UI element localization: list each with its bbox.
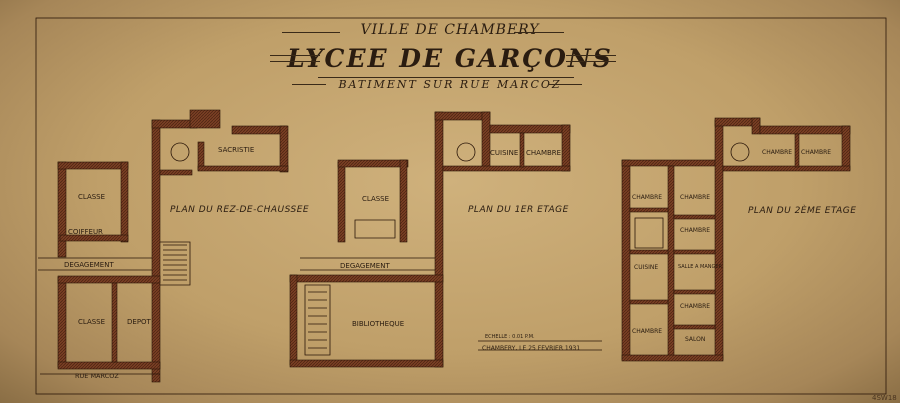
ground-staircase-steps [163,244,187,281]
room-salon: SALON [685,336,706,343]
title-rule [270,55,320,56]
wall-first-upper-right [561,124,571,172]
wall-ground-stair [159,169,193,176]
room-cuisine-2: CUISINE [634,264,659,271]
wall-ground-top [57,161,129,170]
room-chambre-2d: CHAMBRE [680,303,711,310]
wall-second-upper-top2 [759,125,851,135]
wall-first-top [337,159,409,168]
wall-second-top [621,159,723,167]
room-bibliotheque: BIBLIOTHEQUE [352,320,405,328]
plan-ground-title: PLAN DU REZ-DE-CHAUSSEE [170,205,310,215]
title-underline [318,77,574,78]
wall-first-biblio-bottom [289,359,444,368]
wall-ground-mid [120,161,129,243]
biblio-stair-steps [308,291,327,349]
wall-second-upper-right [841,125,851,171]
wall-second-partition [673,324,716,330]
room-chambre-2c: CHAMBRE [680,227,711,234]
date-note: CHAMBERY, LE 25 FEVRIER 1931 [482,345,581,352]
wall-ground-right [151,119,161,383]
wall-first-biblio-left [289,274,298,366]
wall-first-mid [399,159,408,243]
title-lycee: LYCEE DE GARÇONS [287,44,613,73]
wall-first-biblio-top [289,274,444,283]
wall-ground-depot [111,282,118,363]
wall-ground-left-upper [57,161,67,258]
wall-second-right [714,119,724,361]
wall-sacristie-right [279,125,289,173]
second-stair-well [634,217,664,249]
plan-first-title: PLAN DU 1ER ETAGE [468,205,569,215]
room-degagement-ground: DEGAGEMENT [64,261,114,269]
wall-second-upper-chambre [794,133,800,168]
title-rule [548,84,582,85]
wall-ground-left-lower [57,276,67,368]
first-spiral-stair [456,142,476,162]
room-degagement-first: DEGAGEMENT [340,262,390,270]
title-batiment: BATIMENT SUR RUE MARCOZ [338,78,562,91]
wall-second-mid [667,165,675,361]
title-ville: VILLE DE CHAMBERY [360,22,540,38]
wall-second-upper-chimney [751,117,761,135]
wall-first-cuisine [519,132,525,168]
room-chambre-2b: CHAMBRE [680,194,711,201]
wall-second-partition [629,207,669,213]
room-chambre-2g: CHAMBRE [762,149,793,156]
wall-sacristie-chimney [189,109,221,129]
room-chambre-2a: CHAMBRE [632,194,663,201]
title-rule [282,32,340,33]
title-rule [292,84,326,85]
biblio-stair [304,284,331,356]
wall-sacristie-top2 [231,125,288,135]
street-label: RUE MARCOZ [75,372,119,380]
wall-first-upper-bottom [442,165,571,172]
wall-first-upper-top2 [489,124,571,134]
room-sacristie: SACRISTIE [218,146,255,154]
wall-second-upper-bottom [722,165,851,172]
wall-first-right [434,111,444,368]
room-cuisine-top: CUISINE [490,149,519,157]
room-classe-middle: CLASSE [362,195,390,203]
plan-second-title: PLAN DU 2ÈME ETAGE [748,206,857,216]
wall-second-left [621,159,631,361]
room-depot: DEPOT [127,318,151,326]
wall-second-partition [673,289,716,295]
wall-second-partition [629,249,669,255]
wall-ground-coiffeur [59,234,129,242]
title-rule [566,55,616,56]
ground-staircase [160,241,191,286]
sheet-border [35,17,887,395]
wall-second-partition [673,214,716,220]
wall-second-bottom [621,354,724,362]
wall-ground-bottom [57,361,161,370]
title-rule [566,61,616,62]
sheet-code: 4SW18 [872,394,897,402]
wall-second-partition [629,299,669,305]
room-chambre-2f: CHAMBRE [801,149,832,156]
room-chambre-2e: CHAMBRE [632,328,663,335]
wall-first-upper-mid [481,111,491,171]
wall-second-partition [673,249,716,255]
room-chambre-top: CHAMBRE [526,149,562,157]
room-salle-a-manger: SALLE A MANGER [678,264,722,270]
second-spiral-stair [730,142,750,162]
ground-spiral-stair [170,142,190,162]
title-rule [514,32,564,33]
wall-ground-classe-top [57,275,161,284]
wall-first-left [337,161,346,243]
room-classe-left: CLASSE [78,193,106,201]
room-classe-bottom: CLASSE [78,318,106,326]
scale-note: ECHELLE : 0.01 P.M. [485,334,535,340]
title-rule [270,61,320,62]
room-coiffeur: COIFFEUR [68,228,103,236]
first-stair [354,219,396,239]
wall-sacristie-bottom [197,165,289,172]
